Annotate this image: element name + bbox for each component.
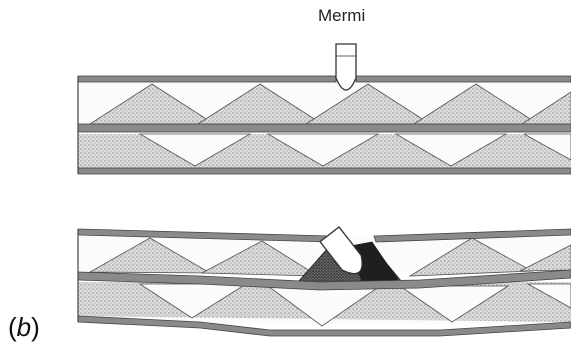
panel-letter: b	[17, 312, 31, 342]
panel-after-impact	[78, 227, 571, 336]
back-plate	[78, 168, 571, 174]
panel-before-impact	[78, 44, 571, 174]
bullet-icon	[336, 44, 356, 90]
lower-core	[78, 134, 571, 168]
front-plate-right	[356, 76, 571, 82]
front-plate-left	[78, 76, 336, 82]
bullet-label: Mermi	[318, 6, 365, 26]
panel-label: (b)	[8, 312, 40, 343]
middle-plate	[78, 124, 571, 132]
